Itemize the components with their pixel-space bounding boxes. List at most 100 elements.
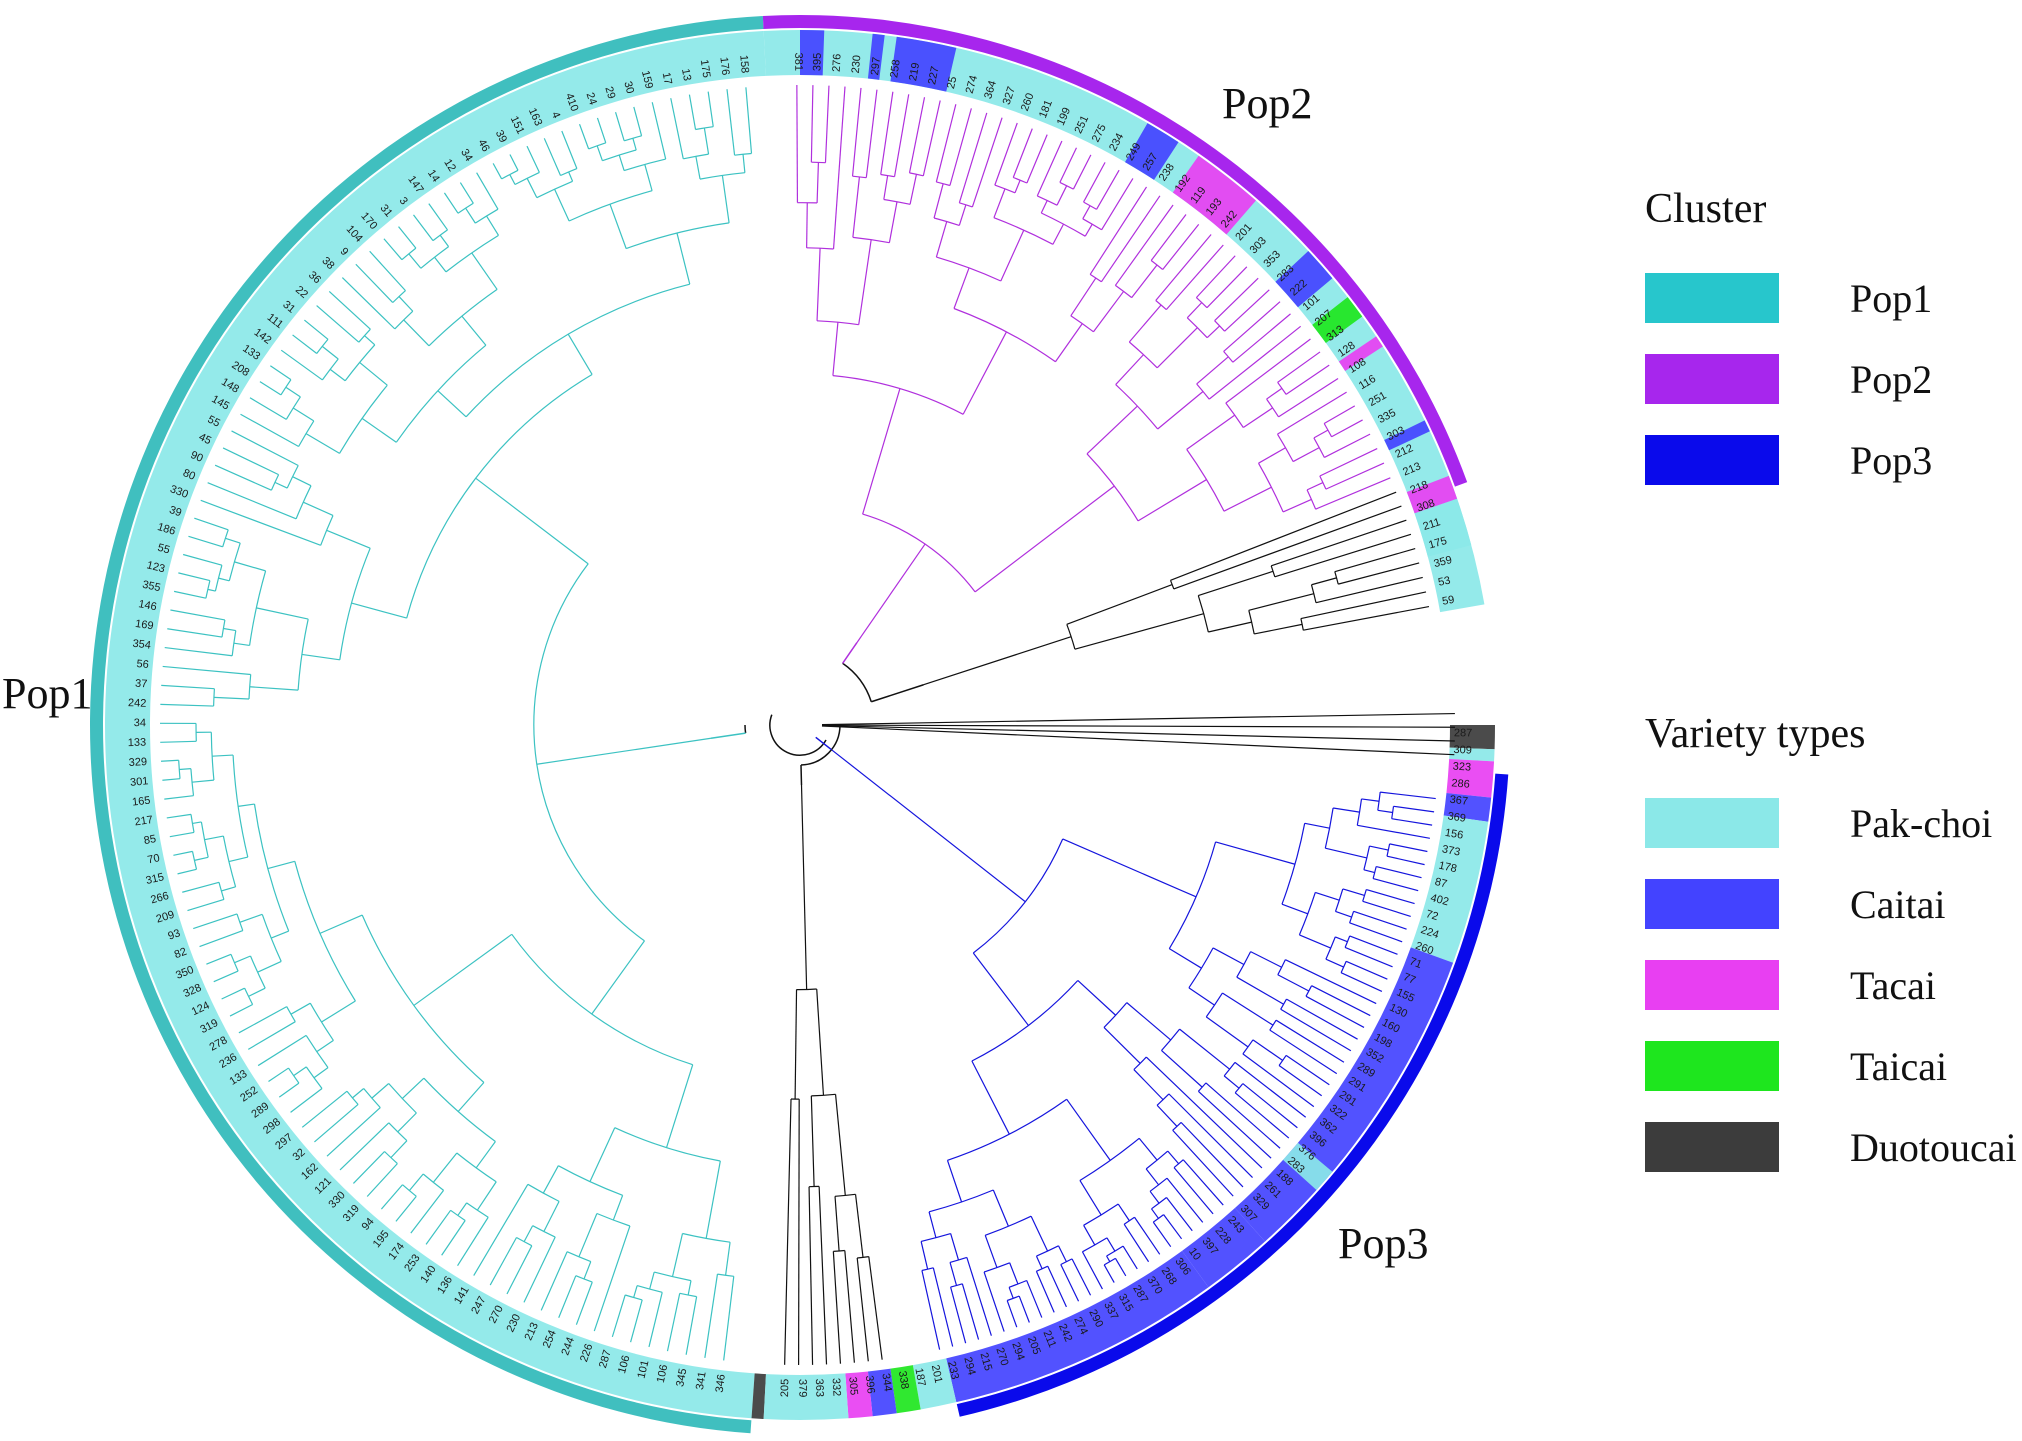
branch <box>933 217 960 226</box>
branch <box>1006 1295 1020 1302</box>
branch <box>1172 1129 1234 1197</box>
tip-label: 55 <box>206 413 222 429</box>
variety-segment <box>890 1365 921 1414</box>
branch <box>1180 1121 1244 1188</box>
tip-label: 156 <box>1444 827 1464 842</box>
branch <box>1172 1121 1182 1131</box>
branch <box>816 989 825 1096</box>
branch <box>1208 621 1252 633</box>
tip-label: 227 <box>926 65 941 85</box>
branch <box>1254 623 1303 635</box>
branch <box>1155 234 1212 301</box>
branch <box>191 779 214 783</box>
branch <box>1134 1216 1161 1255</box>
tip-label: 226 <box>578 1342 595 1363</box>
branch <box>314 1104 359 1143</box>
branch <box>390 1140 408 1159</box>
tip-label: 258 <box>888 59 903 79</box>
branch <box>1225 338 1311 404</box>
branch <box>274 481 288 489</box>
branch <box>1300 591 1427 620</box>
branch <box>671 1233 684 1277</box>
tip-label: 59 <box>1441 594 1455 608</box>
branch <box>1391 818 1433 826</box>
legend-item-pop3: Pop3 <box>1645 435 1932 485</box>
tip-label: 106 <box>616 1354 632 1375</box>
branch <box>688 94 697 130</box>
branch <box>200 499 321 546</box>
branch <box>1363 845 1371 870</box>
branch <box>1013 176 1028 184</box>
branch <box>286 1006 296 1023</box>
branch <box>1089 273 1102 283</box>
branch <box>1059 147 1078 183</box>
branch <box>1242 407 1273 429</box>
variety-segment <box>763 30 1472 557</box>
variety-legend-title: Variety types <box>1645 711 1866 757</box>
tip-label: 346 <box>714 1374 728 1394</box>
branch <box>725 1242 731 1276</box>
tip-label: 242 <box>128 697 147 710</box>
branch <box>593 1225 631 1332</box>
branch <box>1082 1237 1108 1253</box>
branch <box>1115 354 1144 385</box>
tip-label: 323 <box>1452 761 1471 774</box>
branch <box>1062 838 1197 898</box>
tip-label: 85 <box>143 833 157 847</box>
branch <box>1242 1053 1315 1108</box>
branch <box>1083 1225 1096 1246</box>
branch <box>231 430 299 467</box>
root-branch <box>821 724 1455 742</box>
tip-label: 34 <box>458 147 475 164</box>
branch <box>1277 974 1310 992</box>
tip-label: 381 <box>792 53 804 71</box>
tip-label: 14 <box>425 168 442 185</box>
branch <box>851 87 862 177</box>
branch <box>290 1087 323 1113</box>
branch <box>1340 972 1383 992</box>
branch <box>188 535 223 548</box>
branch <box>473 1183 529 1276</box>
branch <box>292 476 312 487</box>
branch <box>432 229 448 242</box>
branch <box>685 1296 698 1355</box>
branch <box>1074 613 1204 650</box>
tip-label: 287 <box>1454 727 1473 739</box>
branch <box>1156 327 1198 369</box>
branch <box>361 417 397 443</box>
branch <box>1157 391 1204 430</box>
branch <box>1077 980 1117 1016</box>
branch <box>928 1211 937 1238</box>
branch <box>182 553 223 566</box>
branch <box>1115 384 1159 430</box>
branch <box>625 1294 643 1301</box>
branch <box>1123 1216 1135 1225</box>
tip-label: 309 <box>1453 744 1472 757</box>
branch <box>233 642 250 647</box>
branch <box>1122 1245 1138 1270</box>
branch <box>509 174 516 185</box>
branch <box>1266 387 1283 400</box>
branch <box>1196 356 1229 385</box>
branch <box>1079 1137 1140 1182</box>
branch <box>371 1083 390 1099</box>
branch <box>1205 1082 1281 1149</box>
variety-segment <box>867 1368 897 1417</box>
branch <box>935 221 948 258</box>
branch <box>398 226 417 249</box>
variety-segment <box>1446 759 1495 798</box>
branch <box>225 537 241 544</box>
branch <box>319 914 363 934</box>
branch <box>1137 479 1207 522</box>
tip-label: 260 <box>1414 940 1435 957</box>
branch <box>611 1294 626 1338</box>
branch <box>533 563 645 942</box>
branch <box>361 914 485 1083</box>
branch <box>695 156 701 180</box>
branch <box>909 172 924 177</box>
branch <box>1026 134 1048 184</box>
branch <box>1149 1177 1168 1192</box>
branch <box>383 238 403 261</box>
branch <box>403 319 430 347</box>
branch <box>1054 323 1083 363</box>
